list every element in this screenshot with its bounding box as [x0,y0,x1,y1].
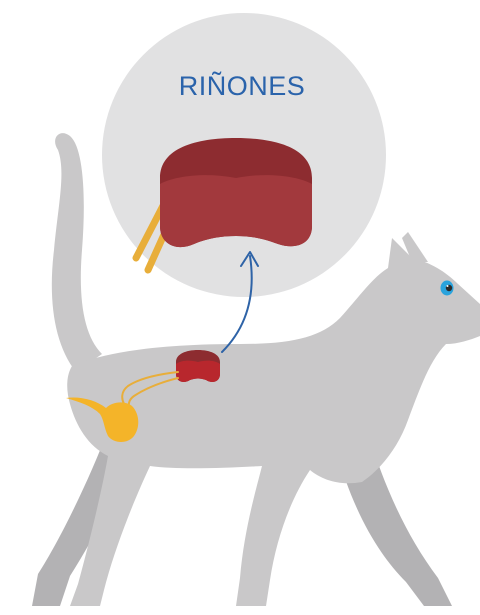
cat-tail [52,133,102,372]
cat-eye-icon [441,281,454,296]
kidney-zoom-callout: RIÑONES [102,13,386,297]
zoom-title: RIÑONES [179,70,306,101]
large-kidney [160,138,312,247]
small-kidney [176,350,220,382]
